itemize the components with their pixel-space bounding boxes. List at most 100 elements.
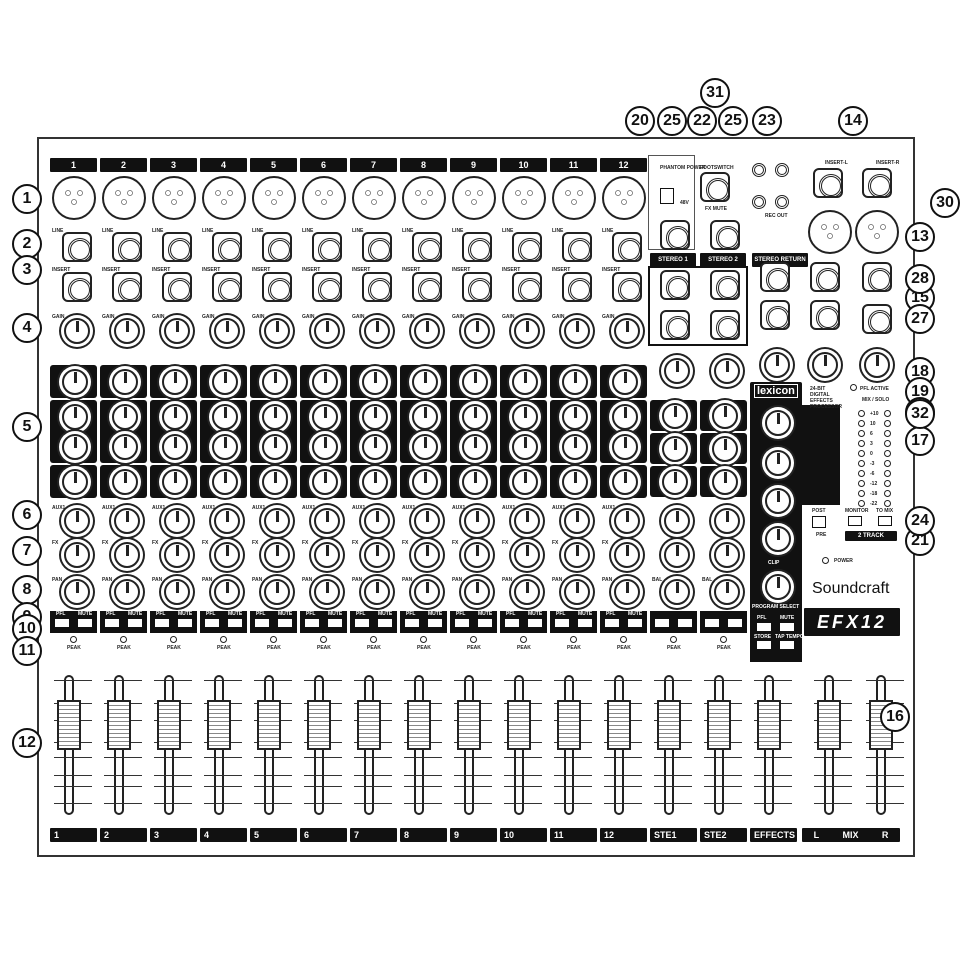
gain-knob[interactable]	[64, 318, 90, 344]
effects-param3-knob[interactable]	[765, 488, 791, 514]
line-input-jack[interactable]	[612, 232, 642, 262]
effects-mute-button[interactable]	[779, 622, 795, 632]
fader-knob[interactable]	[57, 700, 81, 750]
lf-eq-knob[interactable]	[612, 469, 638, 495]
mf-freq-knob[interactable]	[312, 404, 338, 430]
line-input-jack[interactable]	[562, 232, 592, 262]
mic-xlr-input[interactable]	[552, 176, 596, 220]
pfl-button[interactable]	[454, 618, 470, 628]
mute-button[interactable]	[377, 618, 393, 628]
mf-freq-knob[interactable]	[62, 404, 88, 430]
mf-gain-knob[interactable]	[312, 434, 338, 460]
mf-freq-knob[interactable]	[162, 404, 188, 430]
insert-jack[interactable]	[512, 272, 542, 302]
fader-knob[interactable]	[257, 700, 281, 750]
mf-freq-knob[interactable]	[362, 404, 388, 430]
gain-knob[interactable]	[164, 318, 190, 344]
gain-knob[interactable]	[564, 318, 590, 344]
mic-xlr-input[interactable]	[152, 176, 196, 220]
hf-eq-knob[interactable]	[262, 369, 288, 395]
2tr-in-r-jack[interactable]	[775, 163, 789, 177]
insert-jack[interactable]	[62, 272, 92, 302]
pfl-button[interactable]	[304, 618, 320, 628]
monitor-out-r-jack[interactable]	[810, 300, 840, 330]
fader-knob[interactable]	[357, 700, 381, 750]
pan-knob[interactable]	[214, 579, 240, 605]
line-input-jack[interactable]	[212, 232, 242, 262]
line-input-jack[interactable]	[312, 232, 342, 262]
pfl-button[interactable]	[254, 618, 270, 628]
hf-eq-knob[interactable]	[512, 369, 538, 395]
effects-param1-knob[interactable]	[765, 410, 791, 436]
stereo-return-l-jack[interactable]	[760, 262, 790, 292]
mic-xlr-input[interactable]	[52, 176, 96, 220]
stereo-fx-knob[interactable]	[714, 542, 740, 568]
mf-gain-knob[interactable]	[562, 434, 588, 460]
insert-jack[interactable]	[462, 272, 492, 302]
hf-eq-knob[interactable]	[162, 369, 188, 395]
insert-l-jack[interactable]	[813, 168, 843, 198]
post-pre-switch[interactable]	[812, 516, 826, 528]
stereo-lf-eq-knob[interactable]	[662, 469, 688, 495]
pfl-button[interactable]	[54, 618, 70, 628]
gain-knob[interactable]	[364, 318, 390, 344]
hf-eq-knob[interactable]	[62, 369, 88, 395]
hf-eq-knob[interactable]	[212, 369, 238, 395]
lf-eq-knob[interactable]	[62, 469, 88, 495]
mic-xlr-input[interactable]	[402, 176, 446, 220]
aux1-out-jack[interactable]	[660, 220, 690, 250]
pfl-button[interactable]	[104, 618, 120, 628]
fx-to-aux1-knob[interactable]	[765, 526, 791, 552]
mute-button[interactable]	[227, 618, 243, 628]
hf-eq-knob[interactable]	[112, 369, 138, 395]
stereo2-l-jack[interactable]	[710, 270, 740, 300]
mf-gain-knob[interactable]	[62, 434, 88, 460]
line-input-jack[interactable]	[362, 232, 392, 262]
mf-freq-knob[interactable]	[462, 404, 488, 430]
mute-button[interactable]	[627, 618, 643, 628]
stereo2-gain-knob[interactable]	[714, 358, 740, 384]
mic-xlr-input[interactable]	[302, 176, 346, 220]
lf-eq-knob[interactable]	[262, 469, 288, 495]
pan-knob[interactable]	[414, 579, 440, 605]
fx-send-knob[interactable]	[64, 542, 90, 568]
gain-knob[interactable]	[214, 318, 240, 344]
mute-button[interactable]	[477, 618, 493, 628]
pfl-button[interactable]	[354, 618, 370, 628]
gain-knob[interactable]	[114, 318, 140, 344]
hf-eq-knob[interactable]	[612, 369, 638, 395]
pan-knob[interactable]	[514, 579, 540, 605]
pan-knob[interactable]	[564, 579, 590, 605]
mute-button[interactable]	[127, 618, 143, 628]
mf-freq-knob[interactable]	[212, 404, 238, 430]
aux1-knob[interactable]	[564, 508, 590, 534]
fader-knob[interactable]	[557, 700, 581, 750]
mf-gain-knob[interactable]	[462, 434, 488, 460]
mute-button[interactable]	[677, 618, 693, 628]
aux1-knob[interactable]	[514, 508, 540, 534]
phantom-power-switch[interactable]	[660, 188, 674, 204]
mf-freq-knob[interactable]	[412, 404, 438, 430]
stereo-hf-eq-knob[interactable]	[662, 403, 688, 429]
mute-button[interactable]	[727, 618, 743, 628]
stereo1-gain-knob[interactable]	[664, 358, 690, 384]
mf-gain-knob[interactable]	[612, 434, 638, 460]
mf-gain-knob[interactable]	[162, 434, 188, 460]
stereo-return-level-knob[interactable]	[764, 352, 790, 378]
fader-knob[interactable]	[157, 700, 181, 750]
fader-knob[interactable]	[507, 700, 531, 750]
hf-eq-knob[interactable]	[312, 369, 338, 395]
line-input-jack[interactable]	[412, 232, 442, 262]
lf-eq-knob[interactable]	[162, 469, 188, 495]
insert-jack[interactable]	[262, 272, 292, 302]
headphones-jack[interactable]	[862, 304, 892, 334]
mute-button[interactable]	[577, 618, 593, 628]
phones-level-knob[interactable]	[864, 352, 890, 378]
insert-jack[interactable]	[312, 272, 342, 302]
pan-knob[interactable]	[314, 579, 340, 605]
pfl-button[interactable]	[704, 618, 720, 628]
line-input-jack[interactable]	[262, 232, 292, 262]
mf-gain-knob[interactable]	[212, 434, 238, 460]
pfl-button[interactable]	[154, 618, 170, 628]
insert-r-jack[interactable]	[862, 168, 892, 198]
